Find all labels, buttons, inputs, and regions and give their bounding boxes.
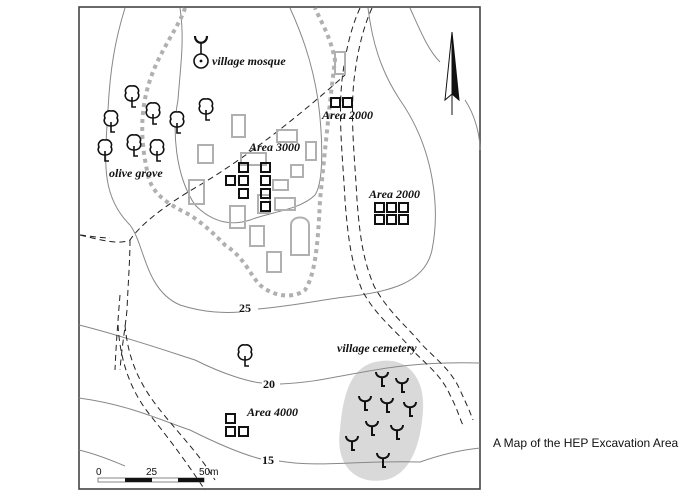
ruin-outline bbox=[272, 179, 289, 191]
label-area-2000-north: Area 2000 bbox=[321, 108, 373, 122]
excavation-square bbox=[330, 97, 341, 108]
excavation-square bbox=[260, 201, 271, 212]
main-road-east bbox=[351, 7, 474, 421]
olive-tree-icon bbox=[145, 102, 161, 125]
contour-line bbox=[257, 7, 436, 310]
contour-line bbox=[409, 7, 441, 63]
area-4000-squares bbox=[225, 413, 249, 437]
scale-tick-50m: 50m bbox=[199, 467, 218, 478]
path-road bbox=[79, 74, 346, 243]
excavation-square bbox=[260, 188, 271, 199]
main-road-west bbox=[339, 7, 464, 426]
excavation-square bbox=[374, 214, 385, 225]
excavation-square bbox=[386, 202, 397, 213]
excavation-square bbox=[386, 214, 397, 225]
ruin-outline bbox=[276, 129, 298, 143]
excavation-square bbox=[342, 97, 353, 108]
north-arrow-icon bbox=[444, 31, 460, 115]
excavation-square bbox=[260, 162, 271, 173]
excavation-square bbox=[238, 162, 249, 173]
ruin-outline bbox=[290, 164, 304, 178]
label-area-3000: Area 3000 bbox=[248, 140, 300, 154]
ruin-outline bbox=[229, 205, 246, 229]
contour-line bbox=[177, 7, 183, 101]
ruin-outline bbox=[274, 197, 296, 211]
label-area-4000: Area 4000 bbox=[246, 405, 298, 419]
ruin-outline bbox=[197, 144, 214, 164]
excavation-square bbox=[398, 202, 409, 213]
label-olive-grove: olive grove bbox=[109, 166, 163, 180]
olive-tree-icon bbox=[149, 139, 165, 162]
contour-line bbox=[78, 324, 263, 384]
ruins bbox=[188, 51, 346, 273]
area-3000-squares bbox=[225, 162, 271, 212]
mosque-icon bbox=[193, 35, 209, 69]
ruin-outline bbox=[249, 225, 265, 247]
contour-line bbox=[279, 362, 481, 385]
excavation-square bbox=[398, 214, 409, 225]
excavation-squares bbox=[225, 97, 409, 437]
path-road bbox=[114, 294, 121, 371]
ruin-outline bbox=[290, 216, 310, 256]
excavation-square bbox=[225, 175, 236, 186]
road-south-west bbox=[117, 324, 206, 491]
ruin-outline bbox=[305, 141, 317, 161]
roads bbox=[79, 7, 474, 491]
excavation-square bbox=[225, 413, 236, 424]
olive-tree-icon bbox=[198, 98, 214, 121]
ruin-outline bbox=[231, 114, 246, 138]
area-2000-north-squares bbox=[330, 97, 353, 108]
excavation-square bbox=[238, 188, 249, 199]
olive-tree-icon bbox=[124, 85, 140, 108]
path-road bbox=[79, 234, 111, 239]
map-caption: A Map of the HEP Excavation Area bbox=[493, 436, 679, 450]
excavation-square bbox=[225, 426, 236, 437]
contour-line bbox=[129, 224, 241, 313]
ruin-outline bbox=[188, 179, 205, 205]
olive-tree-icon bbox=[103, 110, 119, 133]
scale-tick-25: 25 bbox=[146, 467, 158, 478]
road-south-east bbox=[124, 324, 216, 481]
label-area-2000-east: Area 2000 bbox=[368, 187, 420, 201]
excavation-square bbox=[238, 426, 249, 437]
contour-label-20: 20 bbox=[263, 377, 275, 391]
map-frame bbox=[78, 6, 481, 490]
contour-label-15: 15 bbox=[262, 453, 274, 467]
label-village-cemetery: village cemetery bbox=[337, 341, 417, 355]
path-road bbox=[119, 239, 131, 371]
contour-line bbox=[78, 397, 262, 460]
olive-tree-icon bbox=[126, 134, 142, 157]
excavation-square bbox=[238, 175, 249, 186]
area-2000-east-squares bbox=[374, 202, 409, 225]
excavation-square bbox=[374, 202, 385, 213]
village-boundary bbox=[140, 7, 338, 298]
excavation-square bbox=[260, 175, 271, 186]
olive-tree-icon bbox=[97, 139, 113, 162]
contour-line bbox=[278, 447, 481, 465]
contour-line bbox=[105, 7, 131, 226]
ruin-outline bbox=[266, 251, 282, 273]
olive-tree-icon bbox=[169, 111, 185, 134]
scale-bar: 0 25 50m bbox=[96, 467, 218, 483]
label-village-mosque: village mosque bbox=[212, 54, 286, 68]
olive-tree-icon bbox=[237, 344, 253, 367]
ruin-outline bbox=[240, 152, 267, 166]
ruin-outline bbox=[334, 51, 346, 75]
contour-line bbox=[464, 99, 481, 151]
contour-label-25: 25 bbox=[239, 301, 251, 315]
contour-line bbox=[78, 449, 126, 467]
scale-tick-0: 0 bbox=[96, 467, 102, 478]
